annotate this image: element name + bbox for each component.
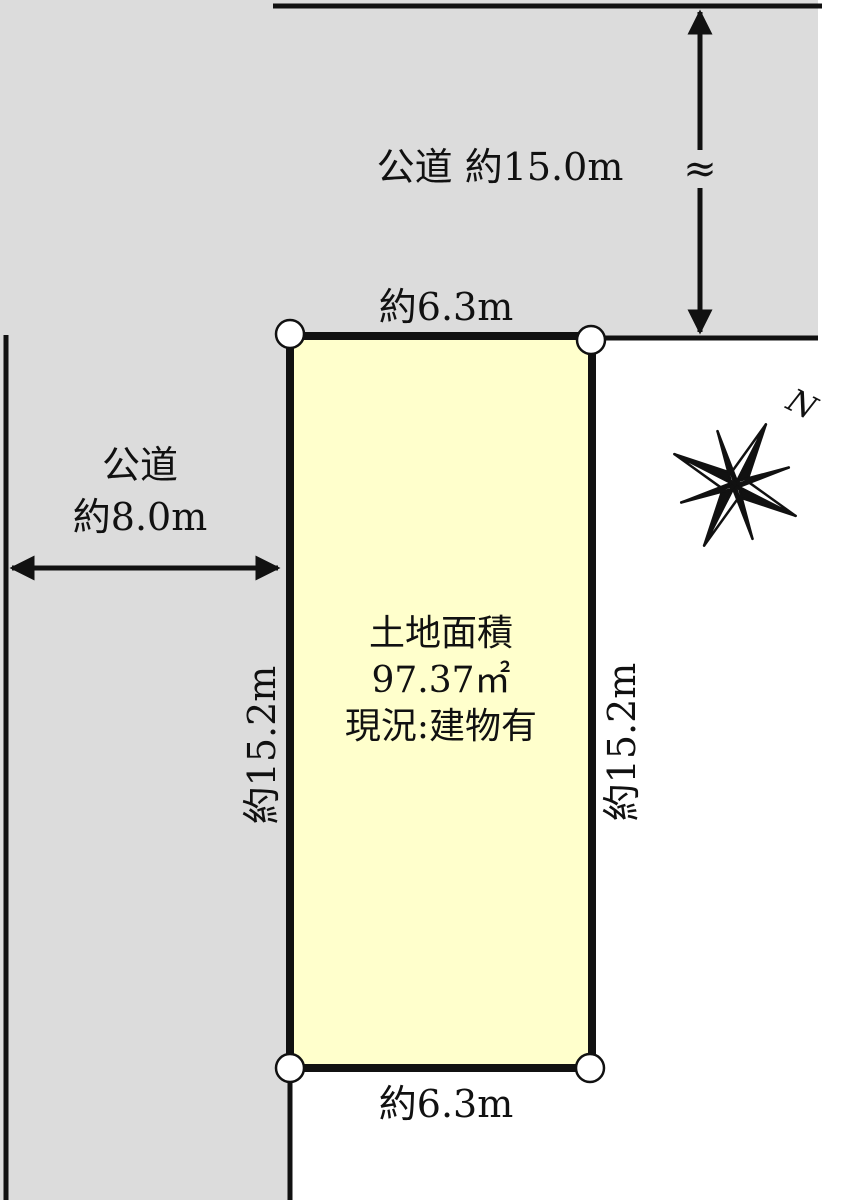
lot-info-title: 土地面積 <box>369 613 513 654</box>
road-area <box>0 0 818 1200</box>
corner-marker-top-right <box>575 324 607 356</box>
west-road <box>0 338 288 1200</box>
compass-north-label: N <box>780 380 824 427</box>
lot-bottom-width-label: 約6.3m <box>379 1082 513 1126</box>
road-edges <box>3 3 822 1200</box>
north-arrow-compass-icon <box>673 423 797 547</box>
north-road-label: 公道 約15.0m <box>377 145 624 189</box>
corner-marker-bottom-left <box>274 1052 306 1084</box>
corner-marker-bottom-right <box>574 1052 606 1084</box>
lot-parcel <box>286 332 596 1072</box>
north-road <box>0 0 818 338</box>
break-symbol: ≈ <box>683 146 717 192</box>
lot-status: 現況:建物有 <box>345 706 537 747</box>
west-road-label-line1: 公道 <box>102 443 178 487</box>
corner-marker-top-left <box>274 318 306 350</box>
lot-corners <box>274 318 607 1084</box>
lot-right-depth-label: 約15.2m <box>600 663 644 822</box>
lot-area-value: 97.37㎡ <box>371 659 510 701</box>
lot-left-depth-label: 約15.2m <box>240 666 284 825</box>
lot-top-width-label: 約6.3m <box>379 285 513 329</box>
west-road-label-line2: 約8.0m <box>73 495 207 539</box>
